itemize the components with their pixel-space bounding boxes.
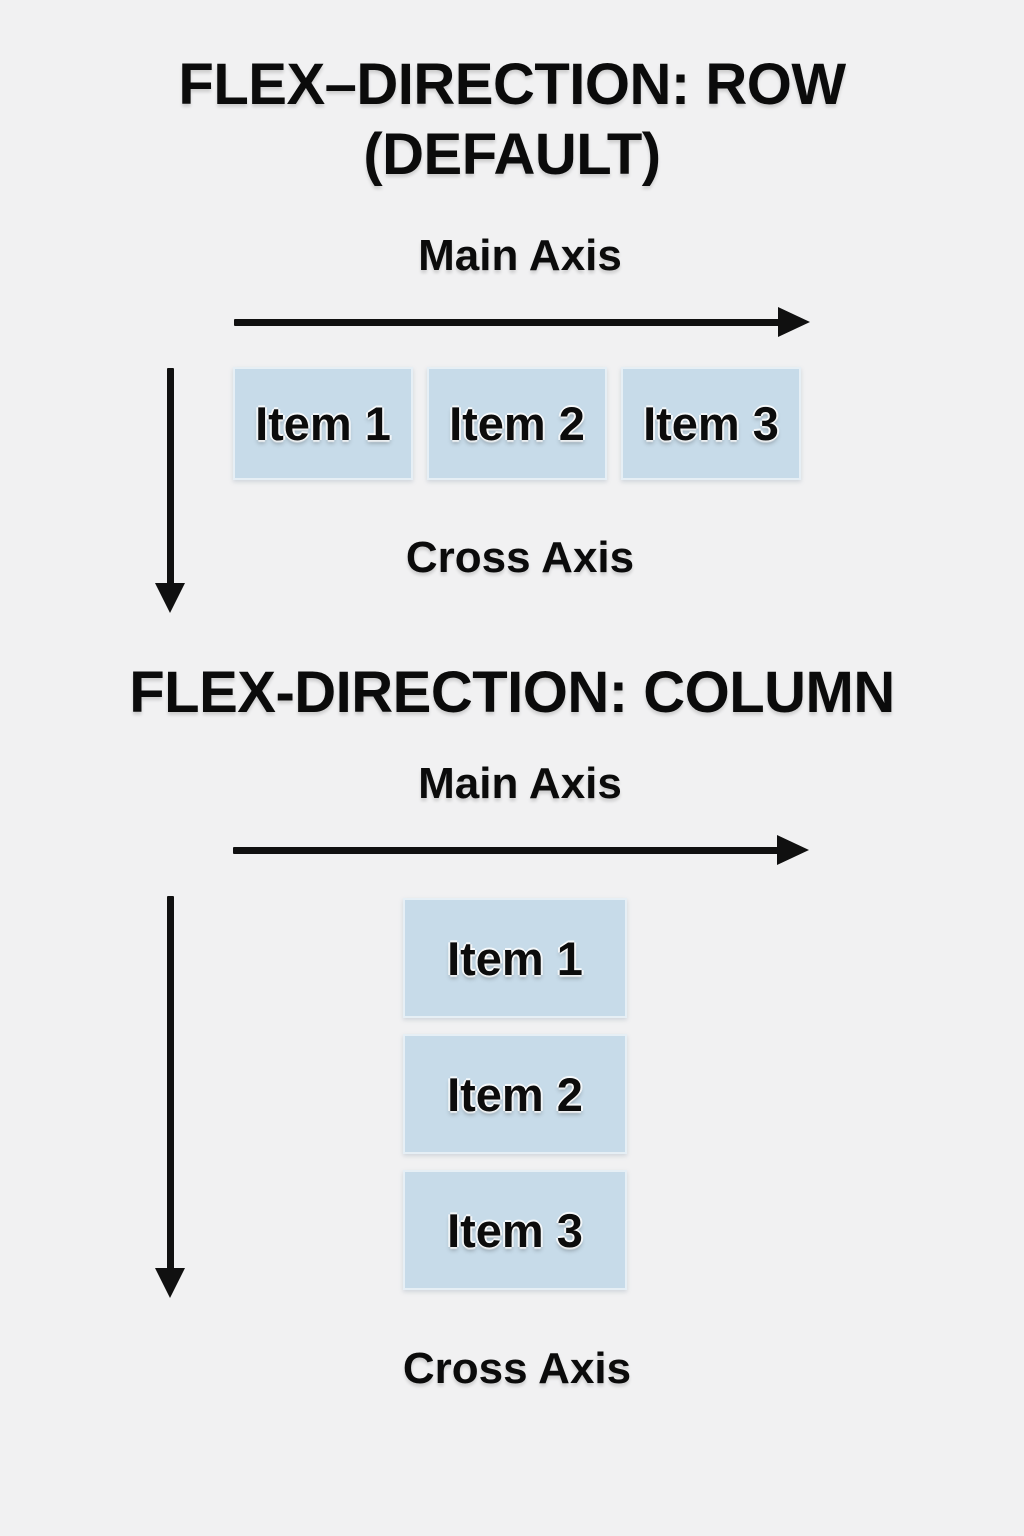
flex-item-2: Item 2	[403, 1034, 627, 1154]
main-axis-arrow-right-row	[234, 307, 810, 337]
arrow-head-right-icon	[777, 835, 809, 865]
main-axis-arrow-right-column	[233, 835, 809, 865]
flex-item-2: Item 2	[427, 367, 607, 480]
arrow-shaft	[233, 846, 783, 854]
section-column-title: FLEX-DIRECTION: COLUMN	[0, 658, 1024, 728]
flex-items-column-container: Item 1 Item 2 Item 3	[403, 898, 627, 1290]
flex-item-2-label: Item 2	[449, 397, 585, 450]
cross-axis-label-row: Cross Axis	[405, 533, 635, 582]
cross-axis-arrow-down-column	[155, 896, 185, 1298]
flex-item-1: Item 1	[233, 367, 413, 480]
arrow-head-down-icon	[155, 1268, 185, 1298]
section-row-title: FLEX–DIRECTION: ROW (DEFAULT)	[0, 50, 1024, 190]
main-axis-label-row: Main Axis	[418, 231, 622, 280]
arrow-shaft	[234, 318, 784, 326]
flex-item-3: Item 3	[403, 1170, 627, 1290]
flex-item-3-label: Item 3	[447, 1203, 583, 1257]
arrow-head-right-icon	[778, 307, 810, 337]
arrow-shaft	[166, 896, 174, 1274]
main-axis-label-column: Main Axis	[418, 759, 622, 808]
flex-item-2-label: Item 2	[447, 1067, 583, 1121]
arrow-head-down-icon	[155, 583, 185, 613]
flex-item-3: Item 3	[621, 367, 801, 480]
flex-item-1-label: Item 1	[255, 397, 391, 450]
cross-axis-arrow-down-row	[155, 368, 185, 613]
flex-item-1: Item 1	[403, 898, 627, 1018]
flex-item-3-label: Item 3	[643, 397, 779, 450]
cross-axis-label-column: Cross Axis	[402, 1344, 632, 1393]
flex-item-1-label: Item 1	[447, 931, 583, 985]
section-column-title-line-1: FLEX-DIRECTION: COLUMN	[129, 660, 895, 725]
section-row-title-line-1: FLEX–DIRECTION: ROW	[178, 52, 846, 117]
section-row-title-line-2: (DEFAULT)	[363, 122, 661, 187]
flex-items-row-container: Item 1 Item 2 Item 3	[233, 367, 801, 480]
arrow-shaft	[166, 368, 174, 589]
